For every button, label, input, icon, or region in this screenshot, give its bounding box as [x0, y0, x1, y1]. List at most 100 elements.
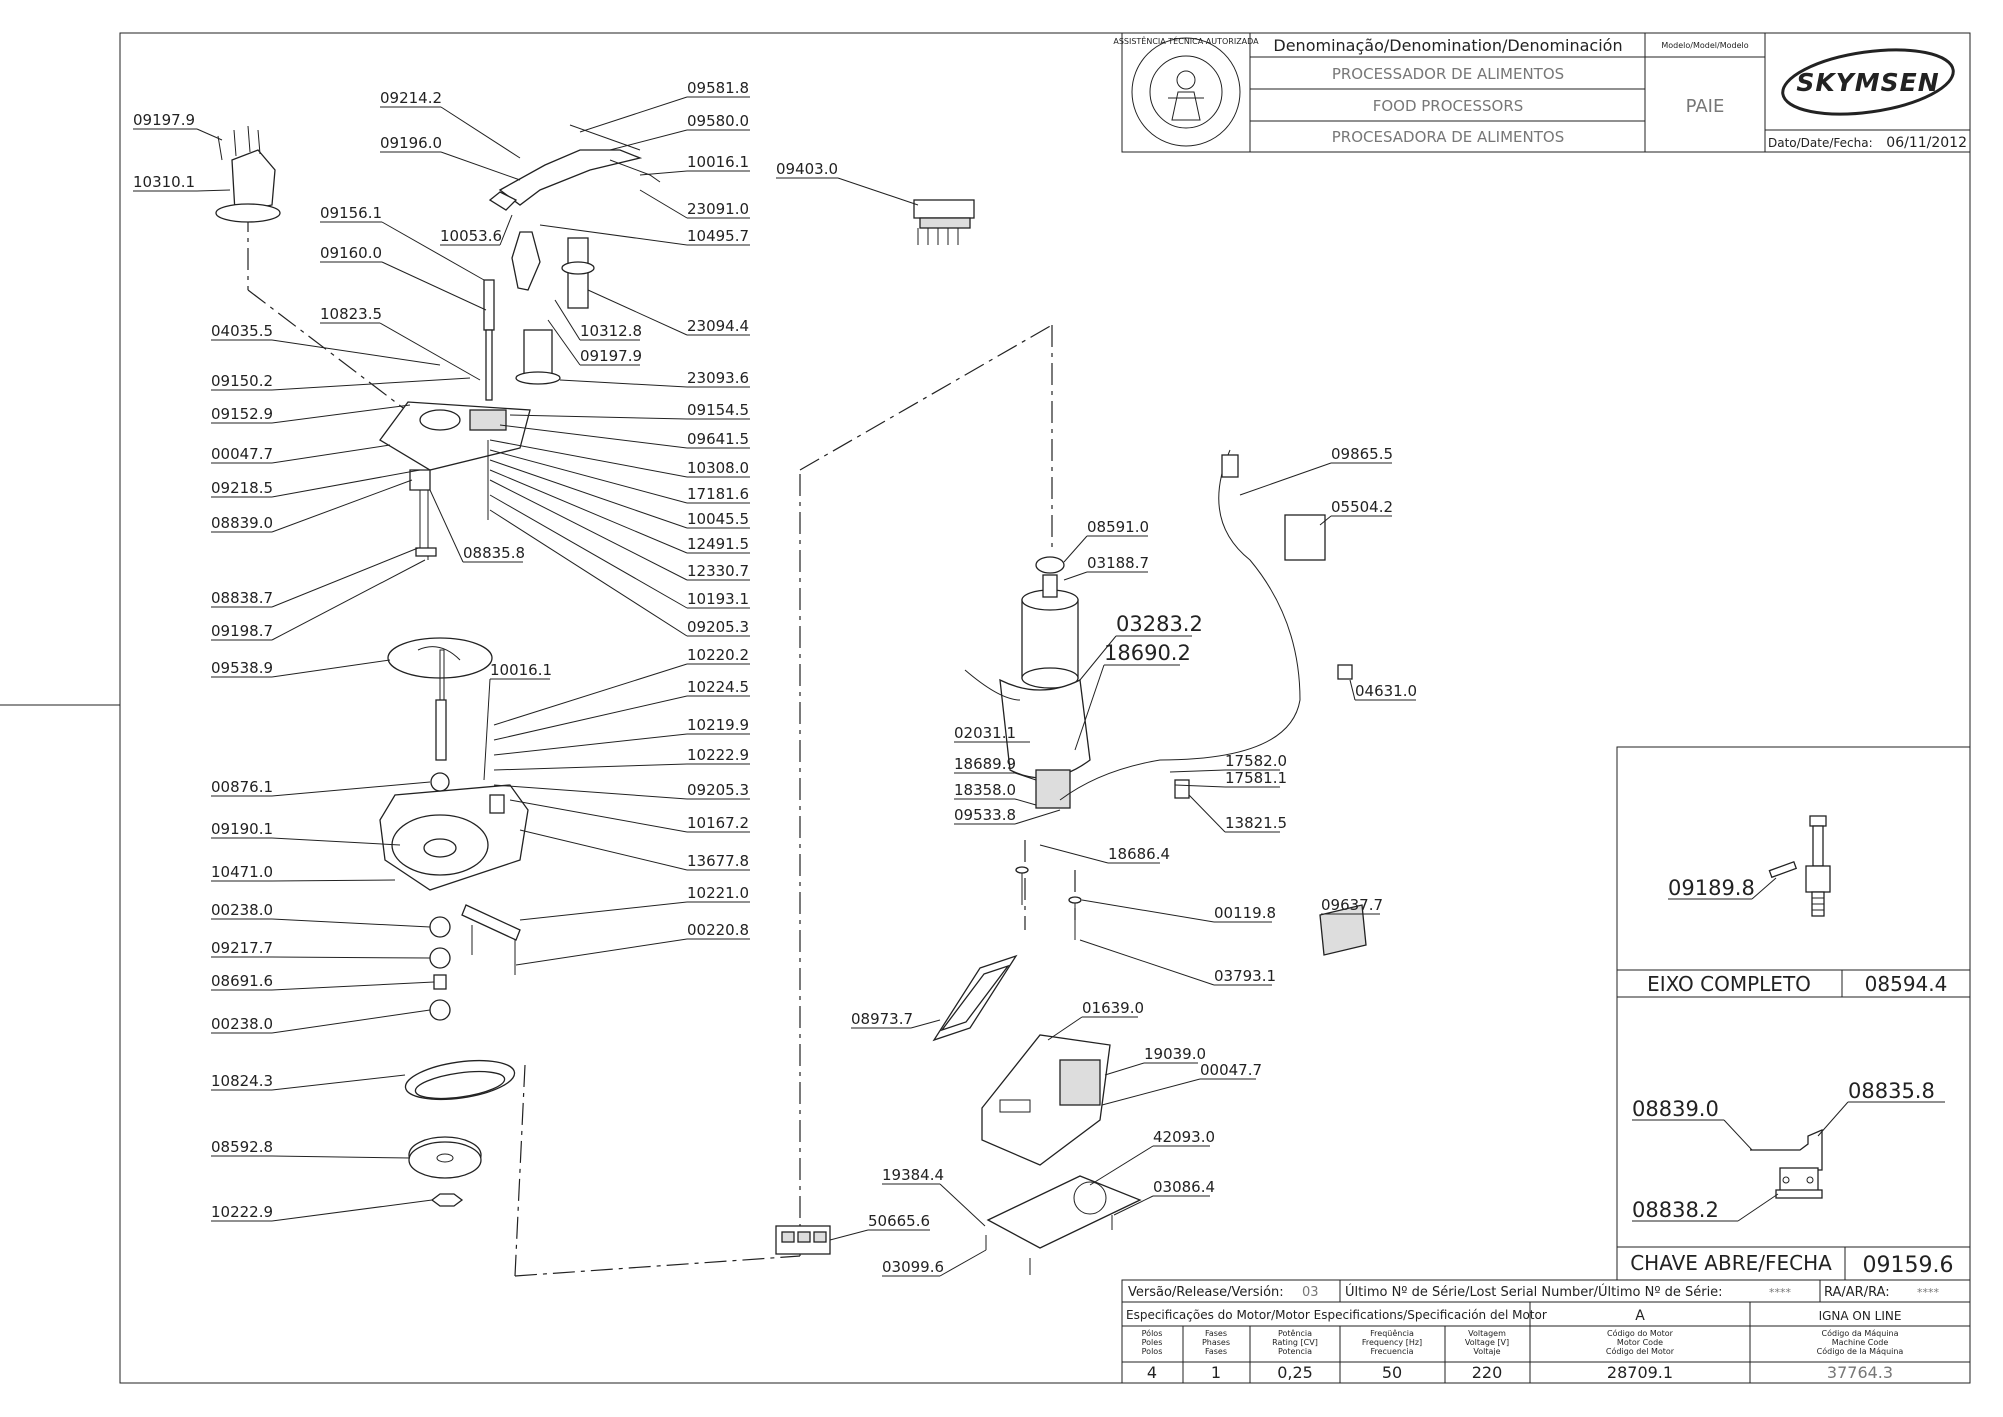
col-power-es: Potencia	[1278, 1347, 1312, 1356]
ra-label: RA/AR/RA:	[1824, 1285, 1890, 1300]
part-label: 23091.0	[687, 200, 749, 218]
part-label: 05504.2	[1331, 498, 1393, 516]
eixo-label: EIXO COMPLETO	[1647, 972, 1811, 996]
callouts: 09197.9 10310.1 09214.2 09196.0 09581.8 …	[133, 79, 1417, 1277]
part-label: 17181.6	[687, 485, 749, 503]
col-volt-pt: Voltagem	[1468, 1329, 1506, 1338]
chave-part-08835: 08835.8	[1848, 1079, 1935, 1103]
version-value: 03	[1302, 1285, 1319, 1300]
chave-part-08838: 08838.2	[1632, 1198, 1719, 1222]
part-label: 03086.4	[1153, 1178, 1215, 1196]
part-label: 00220.8	[687, 921, 749, 939]
part-label: 09533.8	[954, 806, 1016, 824]
part-label: 08835.8	[463, 544, 525, 562]
part-label: 12491.5	[687, 535, 749, 553]
part-label: 19039.0	[1144, 1045, 1206, 1063]
part-label: 09641.5	[687, 430, 749, 448]
part-label: 18690.2	[1104, 641, 1191, 665]
part-label: 09197.9	[133, 111, 195, 129]
col-power-en: Rating [CV]	[1272, 1338, 1318, 1347]
part-label: 10016.1	[490, 661, 552, 679]
part-label: 09190.1	[211, 820, 273, 838]
part-label: 09205.3	[687, 618, 749, 636]
version-label: Versão/Release/Versión:	[1128, 1285, 1284, 1300]
voltage-value: 220	[1472, 1363, 1503, 1382]
col-machine-code-es: Código de la Máquina	[1817, 1346, 1904, 1356]
part-label: 10495.7	[687, 227, 749, 245]
part-label: 10221.0	[687, 884, 749, 902]
col-phases-en: Phases	[1202, 1338, 1230, 1347]
chave-part-08839: 08839.0	[1632, 1097, 1719, 1121]
part-label: 10219.9	[687, 716, 749, 734]
col-machine-code-pt: Código da Máquina	[1822, 1328, 1899, 1338]
part-label: 09637.7	[1321, 896, 1383, 914]
part-label: 50665.6	[868, 1212, 930, 1230]
name-es: PROCESADORA DE ALIMENTOS	[1332, 128, 1564, 146]
part-label: 04631.0	[1355, 682, 1417, 700]
col-freq-en: Frequency [Hz]	[1362, 1338, 1422, 1347]
part-label: 03099.6	[882, 1258, 944, 1276]
col-power-pt: Potência	[1278, 1328, 1312, 1338]
rev-value: A	[1635, 1308, 1645, 1324]
part-label: 09214.2	[380, 89, 442, 107]
part-label: 03188.7	[1087, 554, 1149, 572]
phases-value: 1	[1211, 1363, 1221, 1382]
part-label: 10053.6	[440, 227, 502, 245]
col-poles-en: Poles	[1142, 1338, 1163, 1347]
part-label: 00119.8	[1214, 904, 1276, 922]
part-label: 10167.2	[687, 814, 749, 832]
part-label: 17581.1	[1225, 769, 1287, 787]
part-label: 08838.7	[211, 589, 273, 607]
part-label: 23094.4	[687, 317, 749, 335]
part-label: 09152.9	[211, 405, 273, 423]
date-label: Dato/Date/Fecha:	[1768, 136, 1873, 150]
bottom-info-block: Versão/Release/Versión: 03 Último Nº de …	[1121, 1279, 1971, 1384]
col-poles-pt: Pólos	[1142, 1328, 1163, 1338]
col-motor-code-en: Motor Code	[1617, 1338, 1663, 1347]
denomination-header: Denominação/Denomination/Denominación	[1273, 36, 1622, 55]
part-drawings	[215, 124, 1367, 1275]
eixo-code: 08594.4	[1865, 972, 1948, 996]
part-label: 10193.1	[687, 590, 749, 608]
part-label: 08973.7	[851, 1010, 913, 1028]
svg-text:SKYMSEN: SKYMSEN	[1796, 68, 1939, 97]
chave-code: 09159.6	[1863, 1253, 1954, 1278]
part-label: 09581.8	[687, 79, 749, 97]
part-label: 00047.7	[211, 445, 273, 463]
part-label: 10308.0	[687, 459, 749, 477]
part-label: 19384.4	[882, 1166, 944, 1184]
name-pt: PROCESSADOR DE ALIMENTOS	[1332, 65, 1564, 83]
part-label: 02031.1	[954, 724, 1016, 742]
part-label: 09197.9	[580, 347, 642, 365]
part-label: 12330.7	[687, 562, 749, 580]
skymsen-logo: SKYMSEN	[1781, 48, 1955, 116]
part-label: 03793.1	[1214, 967, 1276, 985]
part-label: 10222.9	[211, 1203, 273, 1221]
part-label: 04035.5	[211, 322, 273, 340]
col-phases-es: Fases	[1205, 1347, 1227, 1356]
part-label: 09154.5	[687, 401, 749, 419]
col-motor-code-es: Código del Motor	[1606, 1346, 1675, 1356]
part-label: 00876.1	[211, 778, 273, 796]
model-value: PAIE	[1686, 96, 1725, 117]
part-label: 00238.0	[211, 1015, 273, 1033]
model-header: Modelo/Model/Modelo	[1661, 41, 1748, 50]
seal-text: ASSISTÊNCIA TÉCNICA AUTORIZADA	[1113, 35, 1259, 46]
eixo-part-label: 09189.8	[1668, 876, 1755, 900]
part-label: 09150.2	[211, 372, 273, 390]
drawing-frame	[119, 32, 1971, 1384]
part-label: 09196.0	[380, 134, 442, 152]
part-label: 10220.2	[687, 646, 749, 664]
part-label: 10312.8	[580, 322, 642, 340]
part-label: 08591.0	[1087, 518, 1149, 536]
part-label: 09403.0	[776, 160, 838, 178]
part-label: 09156.1	[320, 204, 382, 222]
authorized-service-seal: ASSISTÊNCIA TÉCNICA AUTORIZADA	[1113, 35, 1259, 147]
freq-value: 50	[1382, 1363, 1402, 1382]
part-label: 10016.1	[687, 153, 749, 171]
part-label: 01639.0	[1082, 999, 1144, 1017]
machine-code-value: 37764.3	[1827, 1363, 1893, 1382]
part-label: 00238.0	[211, 901, 273, 919]
title-block: ASSISTÊNCIA TÉCNICA AUTORIZADA Denominaç…	[1113, 32, 1971, 153]
